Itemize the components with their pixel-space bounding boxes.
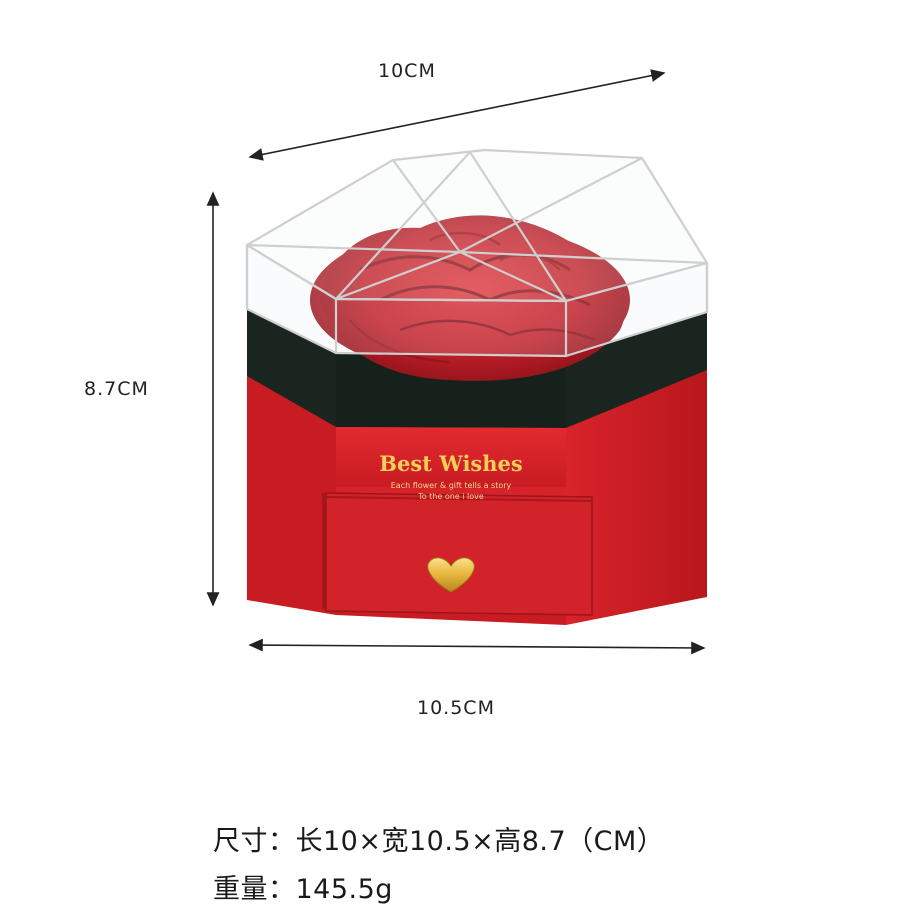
heart-icon <box>427 557 475 593</box>
box-print: Best Wishes Each flower & gift tells a s… <box>336 452 566 502</box>
box-print-title: Best Wishes <box>379 451 523 476</box>
drawer-front <box>325 492 593 616</box>
spec-weight-label: 重量： <box>213 874 296 905</box>
box-print-line1: Each flower & gift tells a story <box>390 481 512 490</box>
dimension-label-top: 10CM <box>378 60 436 82</box>
spec-weight-value: 145.5g <box>295 874 393 905</box>
box-print-line2: To the one i love <box>418 492 484 501</box>
spec-size-value: 长10×宽10.5×高8.7（CM） <box>295 826 665 857</box>
spec-size: 尺寸：长10×宽10.5×高8.7（CM） <box>213 819 664 858</box>
spec-size-label: 尺寸： <box>213 826 296 857</box>
dimension-arrow-bottom <box>248 638 706 655</box>
gift-box <box>247 309 707 625</box>
dimension-arrow-top <box>248 69 666 161</box>
acrylic-lid <box>245 148 709 358</box>
spec-weight: 重量：145.5g <box>213 867 393 906</box>
dimension-label-left: 8.7CM <box>84 378 149 400</box>
dimension-label-bottom: 10.5CM <box>417 697 495 719</box>
